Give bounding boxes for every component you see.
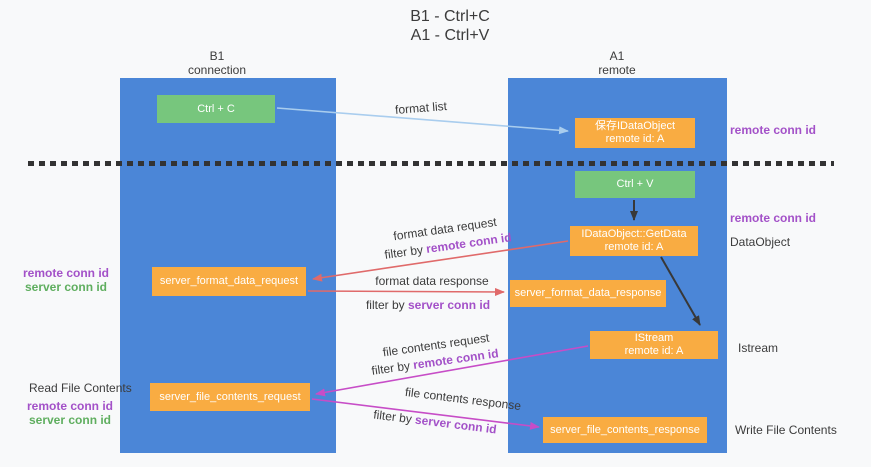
node-server-file-contents-response: server_file_contents_response — [543, 417, 707, 443]
save-dataobject-line2: remote id: A — [605, 133, 665, 145]
annotation-dataobject: DataObject — [730, 235, 791, 249]
istream-line2: remote id: A — [624, 345, 684, 357]
istream-line1: IStream — [634, 332, 674, 344]
annotation-remote-conn-id-left-1: remote conn id — [22, 266, 109, 280]
lane-a1-role: remote — [598, 63, 636, 77]
annotation-istream: Istream — [738, 341, 779, 355]
node-istream: IStream remote id: A — [590, 331, 718, 359]
annotation-conn-ids-left-upper: remote conn id server conn id — [18, 266, 114, 294]
node-server-file-contents-request: server_file_contents_request — [150, 383, 310, 411]
server-file-contents-response-label: server_file_contents_response — [550, 423, 700, 436]
server-format-data-request-label: server_format_data_request — [159, 275, 299, 287]
filter-prefix: filter by — [365, 298, 405, 312]
server-file-contents-request-label: server_file_contents_request — [159, 390, 301, 403]
title-line-2: A1 - Ctrl+V — [410, 27, 490, 44]
annotation-read-file-contents: Read File Contents — [29, 381, 132, 395]
annotation-remote-conn-id-left-2: remote conn id — [26, 399, 113, 413]
title-line-1: B1 - Ctrl+C — [410, 8, 490, 25]
lane-header-b1: B1 connection — [152, 49, 282, 77]
getdata-line1: IDataObject::GetData — [581, 228, 687, 240]
diagram-title: B1 - Ctrl+C A1 - Ctrl+V — [360, 7, 540, 45]
lane-b1-role: connection — [187, 63, 247, 77]
annotation-write-file-contents: Write File Contents — [735, 423, 837, 437]
label-format-data-response: format data response — [375, 274, 489, 288]
node-ctrl-c: Ctrl + C — [157, 95, 275, 123]
arrow-format-data-request — [312, 240, 569, 282]
server-format-data-response-label: server_format_data_response — [514, 287, 662, 299]
save-dataobject-line1: 保存IDataObject — [594, 120, 676, 132]
clipboard-boundary-dashed-line — [28, 161, 834, 166]
arrow-getdata-to-istream — [660, 256, 701, 326]
annotation-remote-conn-id-mid-right: remote conn id — [730, 211, 817, 225]
lane-a1-name: A1 — [609, 49, 625, 63]
node-server-format-data-response: server_format_data_response — [510, 280, 666, 307]
annotation-remote-conn-id-top-right: remote conn id — [730, 123, 817, 137]
annotation-server-conn-id-left-2: server conn id — [28, 413, 112, 427]
filter-key-server-conn-id: server conn id — [408, 298, 491, 312]
node-server-format-data-request: server_format_data_request — [152, 267, 306, 296]
label-filter-format-response: filter by server conn id — [366, 298, 490, 312]
lane-header-a1: A1 remote — [552, 49, 682, 77]
ctrl-v-label: Ctrl + V — [616, 178, 654, 190]
arrow-format-data-response — [307, 287, 505, 296]
getdata-line2: remote id: A — [604, 241, 664, 253]
arrow-file-contents-request — [315, 345, 589, 397]
arrow-file-contents-response — [311, 398, 540, 430]
annotation-conn-ids-left-lower: remote conn id server conn id — [22, 399, 118, 427]
lane-b1-name: B1 — [209, 49, 225, 63]
node-save-dataobject: 保存IDataObject remote id: A — [575, 118, 695, 148]
node-idataobject-getdata: IDataObject::GetData remote id: A — [570, 226, 698, 256]
ctrl-c-label: Ctrl + C — [197, 102, 235, 115]
arrow-format-list — [276, 107, 569, 135]
annotation-server-conn-id-left-1: server conn id — [24, 280, 108, 294]
node-ctrl-v: Ctrl + V — [575, 171, 695, 198]
